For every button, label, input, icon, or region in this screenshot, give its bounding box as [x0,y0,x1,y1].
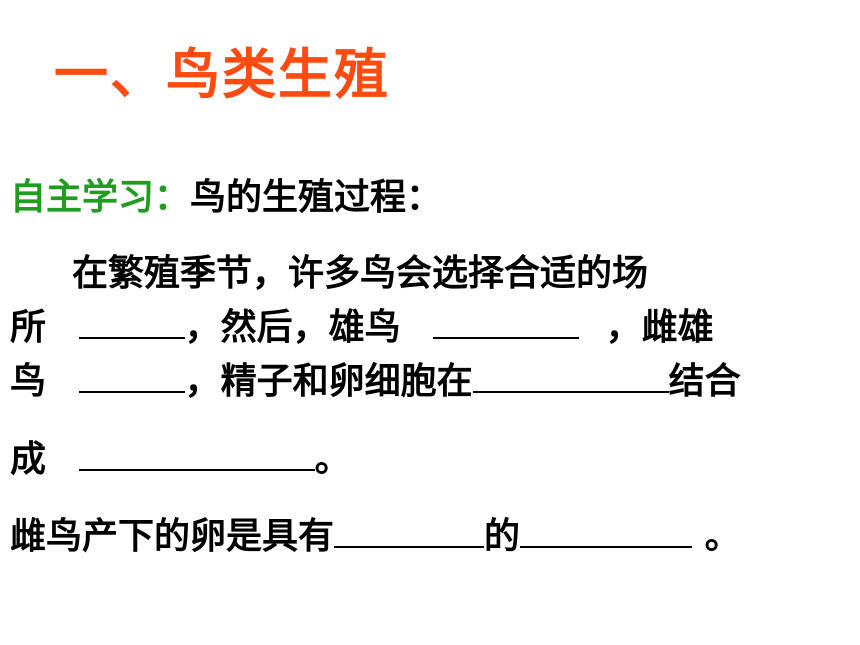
egg-text-c: 。 [692,516,741,557]
egg-text-b: 的 [484,516,521,557]
fill-blank-location[interactable] [472,361,669,393]
section-heading: 自主学习：鸟的生殖过程： [10,176,442,220]
section-label: 自主学习： [10,177,191,218]
paragraph-line-1: 在繁殖季节，许多鸟会选择合适的场 [72,253,649,294]
line3-text-a: 鸟 [10,361,47,402]
section-title: 鸟的生殖过程： [190,177,443,218]
line3-text-c: 结合 [668,361,741,402]
fill-blank-male-behavior[interactable] [433,307,580,339]
line4-text-b: 。 [314,439,351,480]
paragraph-line-2: 所 ，然后，雄鸟 ，雌雄 [10,306,714,350]
paragraph-egg: 雌鸟产下的卵是具有 的 。 [10,515,741,559]
line2-text-c: ，雌雄 [605,307,714,348]
paragraph-line-4: 成 。 [10,438,351,482]
fill-blank-place[interactable] [78,307,185,339]
fill-blank-mating[interactable] [78,361,185,393]
line2-text-b: ，然后，雄鸟 [184,307,401,348]
line4-text-a: 成 [10,439,47,480]
fill-blank-egg-feature[interactable] [334,516,485,548]
fill-blank-result[interactable] [78,439,315,471]
slide-title: 一、鸟类生殖 [54,43,390,106]
line2-text-a: 所 [10,307,47,348]
fill-blank-egg-type[interactable] [520,516,693,548]
paragraph-line-3: 鸟 ，精子和卵细胞在 结合 [10,360,741,404]
egg-text-a: 雌鸟产下的卵是具有 [10,516,335,557]
line3-text-b: ，精子和卵细胞在 [184,361,473,402]
